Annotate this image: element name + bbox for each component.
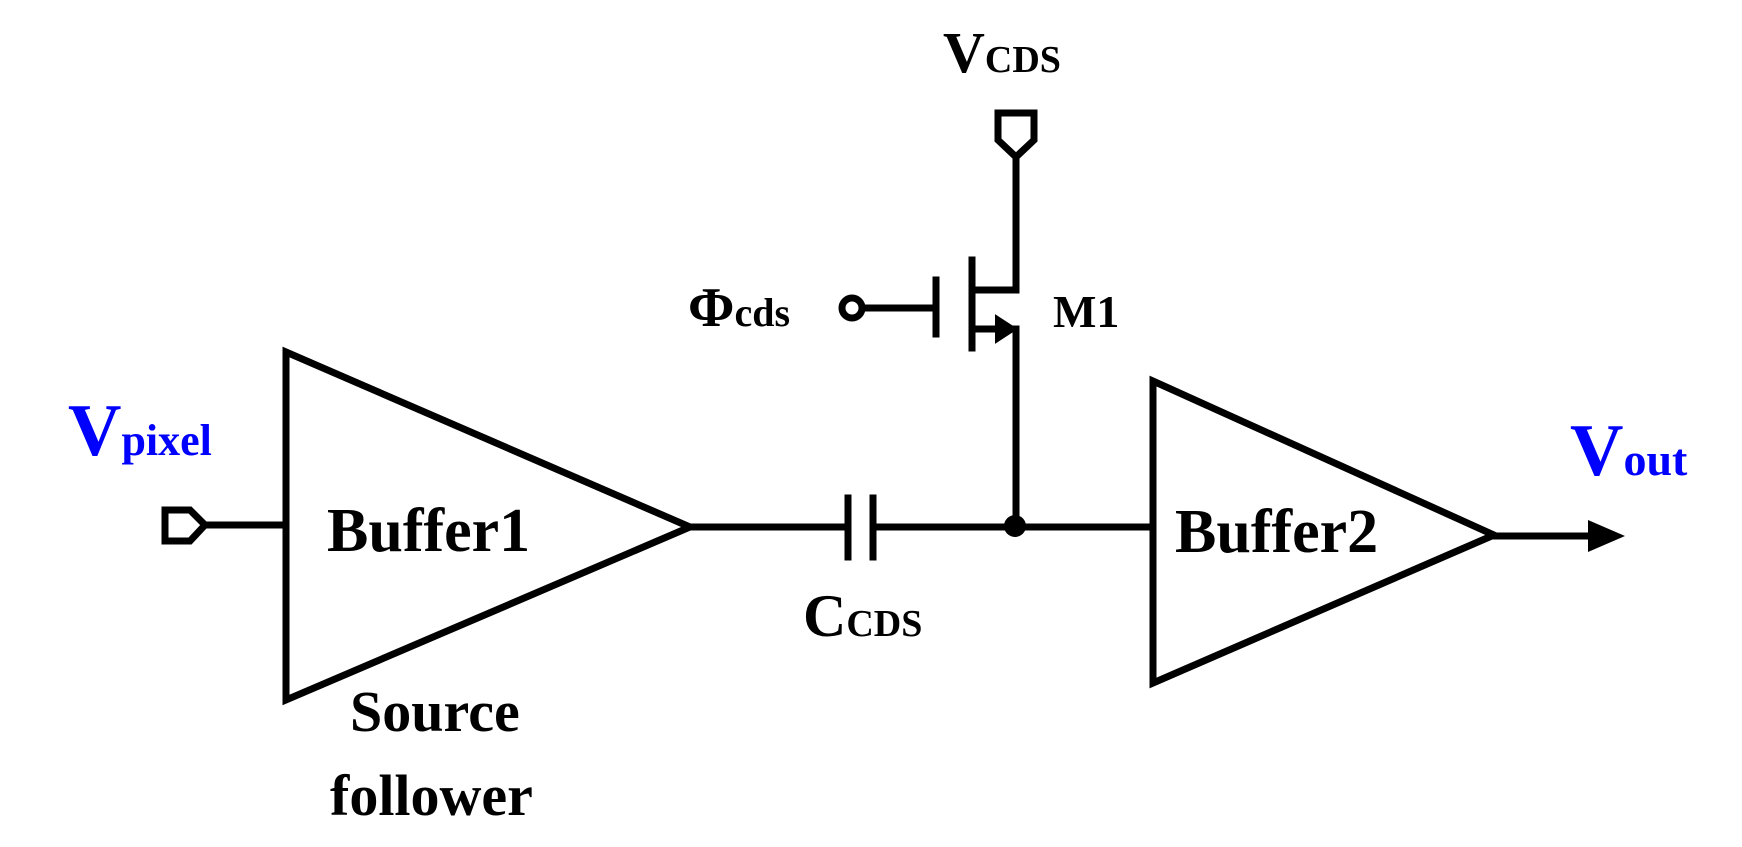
vcds-label: VCDS [943, 20, 1061, 85]
vout-label-main: V [1570, 410, 1623, 492]
vout-label-sub: out [1623, 434, 1688, 485]
junction-node [1004, 515, 1026, 537]
vpixel-label: Vpixel [68, 390, 212, 472]
phi-cds-label-sub: cds [734, 290, 790, 335]
vcds-label-sub: CDS [985, 39, 1061, 81]
source-follower-line2: follower [330, 763, 533, 828]
vout-label: Vout [1570, 410, 1688, 492]
buffer2-label: Buffer2 [1175, 498, 1378, 566]
ccds-label-sub: CDS [846, 603, 922, 645]
vout-arrow-head [1588, 520, 1625, 552]
ccds-label: CCDS [803, 583, 922, 649]
vpixel-input-pin [161, 506, 210, 545]
phi-cds-label: Φcds [688, 277, 790, 339]
phi-cds-label-main: Φ [688, 277, 734, 339]
vpixel-label-sub: pixel [121, 416, 211, 465]
vcds-label-main: V [943, 20, 985, 85]
buffer1-label: Buffer1 [327, 497, 530, 565]
m1-source-arrow [995, 314, 1018, 344]
source-follower-line1: Source [350, 679, 520, 744]
ccds-label-main: C [803, 583, 846, 649]
vpixel-label-main: V [68, 390, 121, 472]
buffer2-amplifier [1149, 375, 1503, 689]
m1-label: M1 [1053, 286, 1119, 337]
buffer1-amplifier [282, 346, 699, 706]
vcds-supply-pin [994, 109, 1038, 162]
source-follower-caption: Source follower [330, 679, 534, 828]
